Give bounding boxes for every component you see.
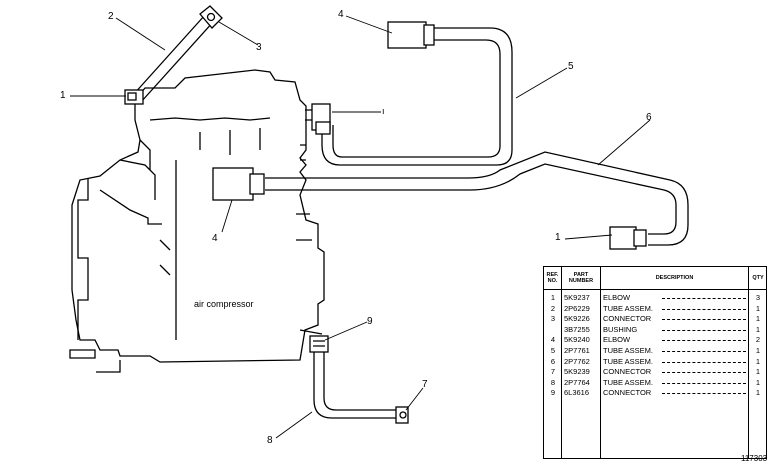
callout-elbow-1-lower: 1	[555, 232, 561, 243]
tube-6	[265, 151, 689, 246]
ref-no-cell: 1	[550, 293, 556, 302]
part-number-cell: 2P7762	[564, 356, 590, 366]
parts-table-row: 7 5K9239 CONNECTOR 1	[544, 367, 766, 378]
ref-no-cell: 6	[550, 356, 556, 366]
description-cell: BUSHING	[603, 324, 638, 334]
parts-table-row: 8 2P7764 TUBE ASSEM. 1	[544, 378, 766, 389]
description-cell: TUBE ASSEM.	[603, 356, 654, 366]
qty-cell: 1	[755, 324, 761, 334]
qty-cell: 1	[755, 314, 761, 324]
part-number-cell: 2P7764	[564, 377, 590, 387]
part-number-cell: 3B7255	[564, 324, 590, 334]
part-number-cell: 5K9237	[564, 293, 590, 302]
description-cell: CONNECTOR	[603, 314, 652, 324]
part-number-cell: 5K9226	[564, 314, 590, 324]
header-part-number: PART NUMBER	[568, 272, 594, 284]
description-cell: ELBOW	[603, 335, 631, 345]
callout-elbow-4-upper: 4	[338, 9, 344, 20]
callout-connector-7: 7	[422, 379, 428, 390]
component-label: air compressor	[194, 299, 254, 309]
qty-cell: 1	[755, 356, 761, 366]
callout-tube-5: 5	[568, 61, 574, 72]
parts-table-row: 5 2P7761 TUBE ASSEM. 1	[544, 346, 766, 357]
ref-no-cell: 4	[550, 335, 556, 345]
callout-tube-6: 6	[646, 112, 652, 123]
callout-elbow-4-lower: 4	[212, 233, 218, 244]
header-ref-no: REF. NO.	[546, 272, 559, 284]
parts-table-row: 4 5K9240 ELBOW 2	[544, 335, 766, 346]
qty-cell: 1	[755, 303, 761, 313]
parts-table-row: 9 6L3616 CONNECTOR 1	[544, 388, 766, 399]
description-cell: CONNECTOR	[603, 388, 652, 398]
elbow-1-upper	[124, 89, 144, 105]
parts-table: REF. NO. PART NUMBER DESCRIPTION QTY 1 5K…	[543, 266, 767, 459]
ref-no-cell: 2	[550, 303, 556, 313]
tube-5	[321, 27, 513, 166]
tube-8	[313, 350, 398, 419]
part-number-cell: 2P7761	[564, 346, 590, 355]
part-number-cell: 2P6229	[564, 303, 590, 313]
elbow-4-upper	[387, 21, 435, 49]
leader-dashes	[662, 367, 746, 374]
description-cell: TUBE ASSEM.	[603, 346, 654, 355]
description-cell: CONNECTOR	[603, 367, 652, 377]
part-number-cell: 5K9239	[564, 367, 590, 377]
ref-no-cell: 3	[550, 314, 556, 324]
ref-no-cell: 7	[550, 367, 556, 377]
callout-connector-9: 9	[367, 316, 373, 327]
callout-tube-2: 2	[108, 11, 114, 22]
elbow-1-middle	[305, 103, 331, 135]
leader-dashes	[662, 378, 746, 384]
connector-7	[395, 406, 409, 424]
parts-table-row: 1 5K9237 ELBOW 3	[544, 293, 766, 304]
part-number-cell: 5K9240	[564, 335, 590, 345]
callout-elbow-1-upper: 1	[60, 90, 66, 101]
qty-cell: 1	[755, 377, 761, 387]
ref-no-cell: 8	[550, 377, 556, 387]
callout-tube-8: 8	[267, 435, 273, 446]
header-qty: QTY	[752, 275, 764, 281]
air-compressor-outline	[69, 69, 325, 373]
leader-dashes	[662, 293, 746, 299]
elbow-4-lower	[212, 167, 265, 201]
callout-elbow-1-middle-mark: ı	[382, 106, 385, 116]
qty-cell: 1	[755, 367, 761, 377]
parts-table-row: 3B7255 BUSHING 1	[544, 325, 766, 336]
leader-dashes	[662, 357, 746, 363]
leader-dashes	[662, 388, 746, 395]
qty-cell: 3	[755, 293, 761, 302]
elbow-1-lower	[609, 226, 647, 250]
parts-table-row: 6 2P7762 TUBE ASSEM. 1	[544, 357, 766, 368]
description-cell: TUBE ASSEM.	[603, 303, 654, 313]
ref-no-cell: 9	[550, 388, 556, 398]
description-cell: ELBOW	[603, 293, 631, 302]
qty-cell: 1	[755, 388, 761, 398]
part-number-cell: 6L3616	[564, 388, 590, 398]
leader-dashes	[662, 304, 746, 310]
parts-table-row: 2 2P6229 TUBE ASSEM. 1	[544, 304, 766, 315]
connector-9	[309, 335, 329, 353]
leader-dashes	[662, 346, 746, 352]
ref-no-cell: 5	[550, 346, 556, 355]
description-cell: TUBE ASSEM.	[603, 377, 654, 387]
qty-cell: 2	[755, 335, 761, 345]
leader-lines	[70, 15, 651, 439]
leader-dashes	[662, 325, 746, 331]
callout-connector-3: 3	[256, 42, 262, 53]
qty-cell: 1	[755, 346, 761, 355]
header-description: DESCRIPTION	[655, 275, 694, 281]
connector-3	[199, 5, 223, 29]
leader-dashes	[662, 335, 746, 342]
leader-dashes	[662, 314, 746, 321]
parts-table-row: 3 5K9226 CONNECTOR 1	[544, 314, 766, 325]
